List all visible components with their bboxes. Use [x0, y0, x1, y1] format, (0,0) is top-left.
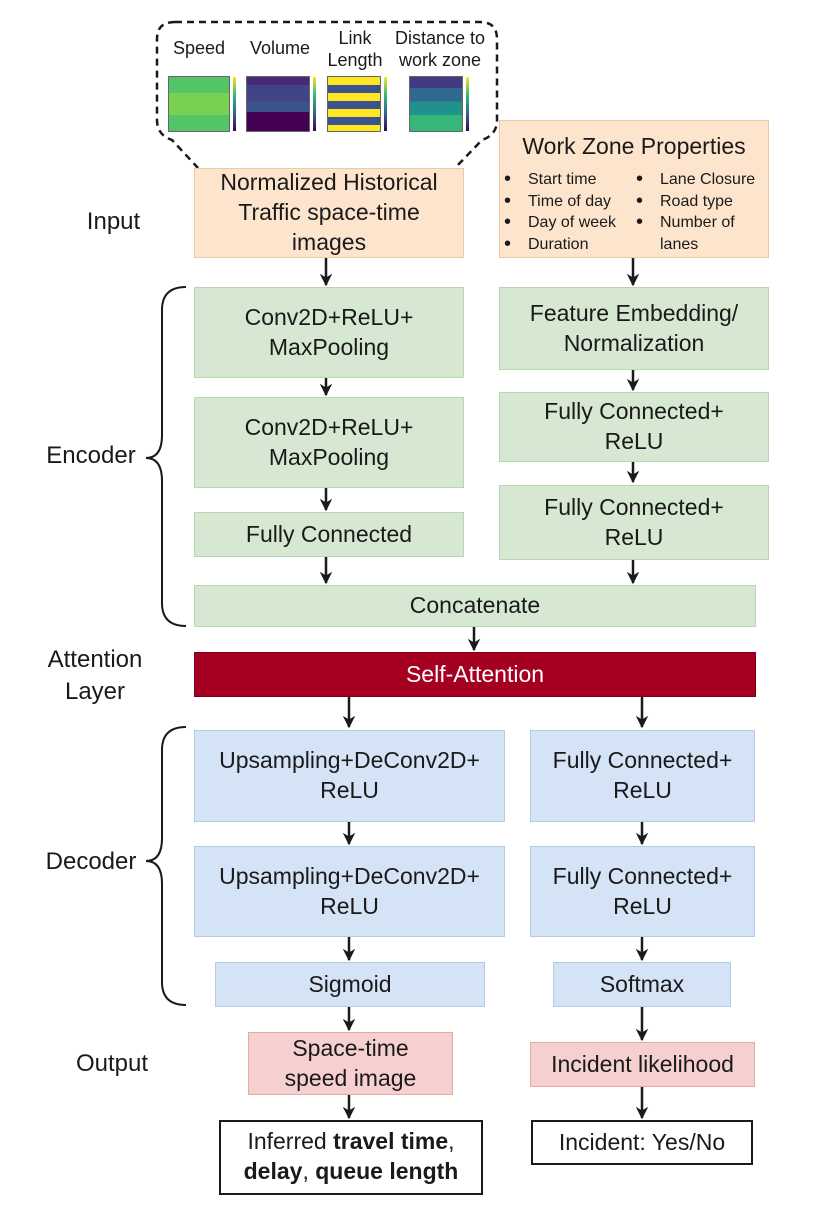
distance-colorbar [466, 77, 469, 131]
layer-label-attention: Attention Layer [47, 646, 143, 706]
layer-label-encoder: Encoder [46, 442, 136, 469]
upsampling-deconv-block-2: Upsampling+DeConv2D+ ReLU [194, 846, 505, 937]
layer-label-decoder: Decoder [45, 848, 137, 875]
work-zone-properties-title: Work Zone Properties [522, 133, 746, 159]
property-item: Start time [500, 169, 640, 191]
result-travel-time: travel time [333, 1128, 449, 1154]
speed-heatmap-thumbnail [168, 76, 230, 132]
result-text: , [448, 1128, 455, 1154]
work-zone-properties-list-2: Lane Closure Road type Number of lanes [632, 169, 770, 255]
link-length-colorbar [384, 77, 387, 131]
inferred-metrics-result: Inferred travel time, delay, queue lengt… [219, 1120, 483, 1195]
speed-colorbar [233, 77, 236, 131]
thumbnail-label-speed: Speed [172, 38, 226, 58]
decoder-brace [145, 726, 187, 1006]
result-delay: delay [243, 1157, 303, 1184]
property-item: Time of day [500, 191, 640, 213]
fully-connected-block: Fully Connected [194, 512, 464, 557]
space-time-speed-image-output: Space-time speed image [248, 1032, 453, 1095]
property-item: Number of lanes [632, 212, 740, 255]
decoder-fully-connected-block-1: Fully Connected+ ReLU [530, 730, 755, 822]
decoder-fully-connected-block-2: Fully Connected+ ReLU [530, 846, 755, 937]
property-item: Duration [500, 234, 640, 256]
concatenate-block: Concatenate [194, 585, 756, 627]
fully-connected-relu-block-2: Fully Connected+ ReLU [499, 485, 769, 560]
incident-result: Incident: Yes/No [531, 1120, 753, 1165]
link-length-heatmap-thumbnail [327, 76, 381, 132]
feature-embedding-block: Feature Embedding/ Normalization [499, 287, 769, 370]
volume-heatmap-thumbnail [246, 76, 310, 132]
result-queue-length: queue length [315, 1157, 459, 1184]
work-zone-properties-list-1: Start time Time of day Day of week Durat… [500, 169, 640, 255]
volume-colorbar [313, 77, 316, 131]
incident-likelihood-output: Incident likelihood [530, 1042, 755, 1087]
layer-label-output: Output [75, 1050, 149, 1077]
softmax-block: Softmax [553, 962, 731, 1007]
conv2d-block-2: Conv2D+ReLU+ MaxPooling [194, 397, 464, 488]
self-attention-block: Self-Attention [194, 652, 756, 697]
result-text: , [302, 1157, 316, 1184]
encoder-brace [145, 286, 187, 627]
property-item: Day of week [500, 212, 640, 234]
property-item: Road type [632, 191, 770, 213]
thumbnail-label-link-length: Link Length [327, 28, 383, 70]
thumbnail-callout [155, 20, 499, 169]
work-zone-properties-box: Work Zone Properties Start time Time of … [499, 120, 769, 258]
thumbnail-label-volume: Volume [249, 38, 311, 58]
result-text: Inferred [247, 1128, 334, 1154]
upsampling-deconv-block-1: Upsampling+DeConv2D+ ReLU [194, 730, 505, 822]
sigmoid-block: Sigmoid [215, 962, 485, 1007]
distance-heatmap-thumbnail [409, 76, 463, 132]
thumbnail-label-distance: Distance to work zone [394, 28, 486, 70]
layer-label-input: Input [86, 208, 141, 235]
conv2d-block-1: Conv2D+ReLU+ MaxPooling [194, 287, 464, 378]
traffic-images-input-box: Normalized Historical Traffic space-time… [194, 168, 464, 258]
fully-connected-relu-block-1: Fully Connected+ ReLU [499, 392, 769, 462]
property-item: Lane Closure [632, 169, 770, 191]
